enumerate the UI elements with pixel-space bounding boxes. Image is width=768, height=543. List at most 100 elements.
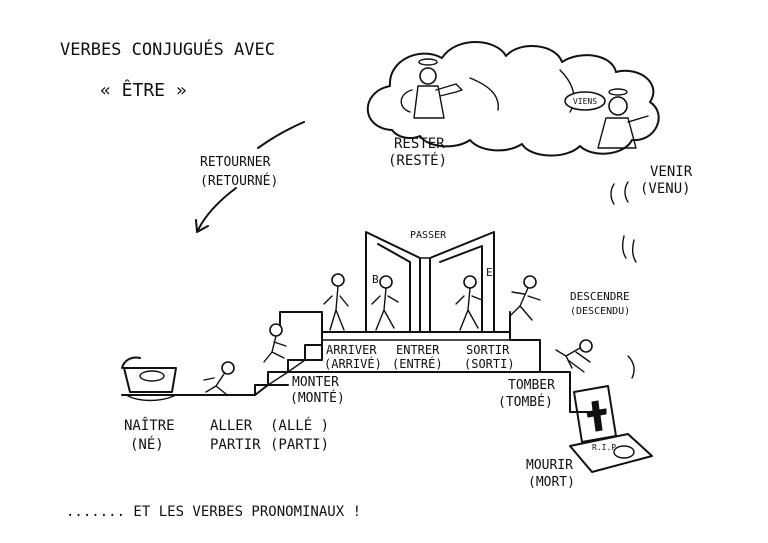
label-mourir: MOURIR (MORT) (526, 458, 575, 490)
title-line-2: « ÊTRE » (100, 79, 187, 101)
angel-head (419, 67, 437, 85)
aller-infinitive: ALLER (210, 418, 253, 434)
trumpet-icon (435, 83, 463, 97)
rester-infinitive: RESTER (394, 136, 445, 152)
label-arriver: ARRIVER (ARRIVÉ) (324, 343, 382, 371)
wall-step (287, 344, 323, 373)
sortir-infinitive: SORTIR (466, 343, 510, 357)
arrow-line (197, 187, 237, 231)
angel-arm (627, 115, 649, 123)
cloud-outline (366, 41, 660, 157)
passer-label: PASSER (410, 230, 447, 241)
label-retourner: RETOURNER (RETOURNÉ) (200, 155, 278, 189)
aller-participle: (ALLÉ ) (270, 417, 329, 434)
footer-note: ....... ET LES VERBES PRONOMINAUX ! (66, 504, 361, 520)
monter-participle: (MONTÉ) (290, 390, 345, 406)
door-left-letter: B (372, 273, 379, 286)
arrow-line (257, 121, 305, 149)
tomber-participle: (TOMBÉ) (498, 394, 553, 410)
venir-participle: (VENU) (640, 181, 691, 197)
figure-entrer (371, 275, 399, 331)
rester-participle: (RESTÉ) (388, 152, 447, 169)
figure-head (463, 275, 477, 289)
motion-mark (627, 355, 635, 379)
arrow-head-icon (195, 219, 209, 233)
label-venir: VENIR (VENU) (640, 164, 693, 197)
angel-robe (597, 117, 637, 149)
right-wall (539, 371, 591, 413)
arriver-infinitive: ARRIVER (326, 343, 377, 357)
stair-edge (267, 359, 306, 386)
label-sortir: SORTIR (SORTI) (464, 343, 515, 371)
cloud-inner-curve (469, 77, 499, 111)
label-descendre: DESCENDRE (DESCENDU) (570, 290, 630, 317)
figure-body (555, 347, 591, 373)
angel-trumpet-figure (400, 58, 463, 119)
figure-body (263, 335, 287, 363)
figure-climbing-monter (263, 323, 287, 363)
speech-bubble-text: VIENS (573, 97, 597, 106)
figure-head (269, 323, 283, 337)
monter-infinitive: MONTER (292, 375, 339, 390)
speech-bubble (564, 91, 606, 111)
cloud-inner-curve-2 (559, 69, 575, 113)
grave-slab (569, 433, 653, 473)
naitre-participle: (NÉ) (130, 436, 164, 453)
label-entrer: ENTRER (ENTRÉ) (392, 343, 443, 371)
motion-mark (631, 239, 637, 263)
tomber-infinitive: TOMBER (508, 378, 555, 393)
figure-head (221, 361, 235, 375)
mourir-infinitive: MOURIR (526, 458, 573, 473)
figure-head (331, 273, 345, 287)
ground-line (121, 384, 289, 396)
door-right-frame (429, 231, 495, 333)
title: VERBES CONJUGUÉS AVEC « ÊTRE » (60, 38, 275, 101)
figure-arriver (323, 273, 349, 331)
figure-body (203, 373, 227, 395)
arriver-participle: (ARRIVÉ) (324, 356, 382, 371)
figure-descendre (509, 275, 541, 321)
angel-wing (400, 89, 413, 113)
door-right-letter: E (486, 266, 493, 279)
label-tomber: TOMBER (TOMBÉ) (498, 378, 555, 410)
angel-robe (413, 85, 445, 119)
figure-head (379, 275, 393, 289)
label-aller-partir: ALLER (ALLÉ ) PARTIR (PARTI) (210, 417, 329, 453)
partir-participle: (PARTI) (270, 437, 329, 453)
figure-sortir (455, 275, 483, 331)
label-rester: RESTER (RESTÉ) (388, 136, 447, 169)
mourir-participle: (MORT) (528, 475, 575, 490)
door-left-frame (365, 231, 421, 333)
entrer-participle: (ENTRÉ) (392, 356, 443, 371)
label-naitre: NAÎTRE (NÉ) (124, 416, 175, 453)
cross-icon (586, 400, 607, 432)
figure-body (371, 287, 399, 331)
angel-head (608, 96, 628, 116)
grave-text: R.I.P (592, 443, 616, 452)
heaven-cloud (366, 41, 660, 157)
figure-body (509, 287, 541, 321)
halo-icon (608, 88, 628, 96)
descendre-participle: (DESCENDU) (570, 306, 630, 317)
door-left-inner (377, 243, 411, 333)
venir-infinitive: VENIR (650, 164, 693, 180)
motion-mark (624, 181, 629, 203)
wreath-icon (613, 445, 635, 459)
sortir-participle: (SORTI) (464, 357, 515, 371)
motion-mark (621, 235, 627, 259)
naitre-infinitive: NAÎTRE (124, 416, 175, 434)
figure-body (323, 285, 349, 331)
descendre-infinitive: DESCENDRE (570, 290, 630, 303)
doors-passer: B E PASSER (365, 230, 495, 333)
figure-walking-aller (203, 361, 235, 395)
angel-calling-figure: VIENS (564, 88, 649, 149)
wall-left (279, 311, 323, 333)
partir-infinitive: PARTIR (210, 437, 261, 453)
retourner-infinitive: RETOURNER (200, 155, 271, 170)
figure-head (523, 275, 537, 289)
figure-tomber (555, 339, 593, 373)
retourner-participle: (RETOURNÉ) (200, 173, 278, 189)
figure-body (455, 287, 483, 331)
motion-mark (610, 183, 615, 205)
